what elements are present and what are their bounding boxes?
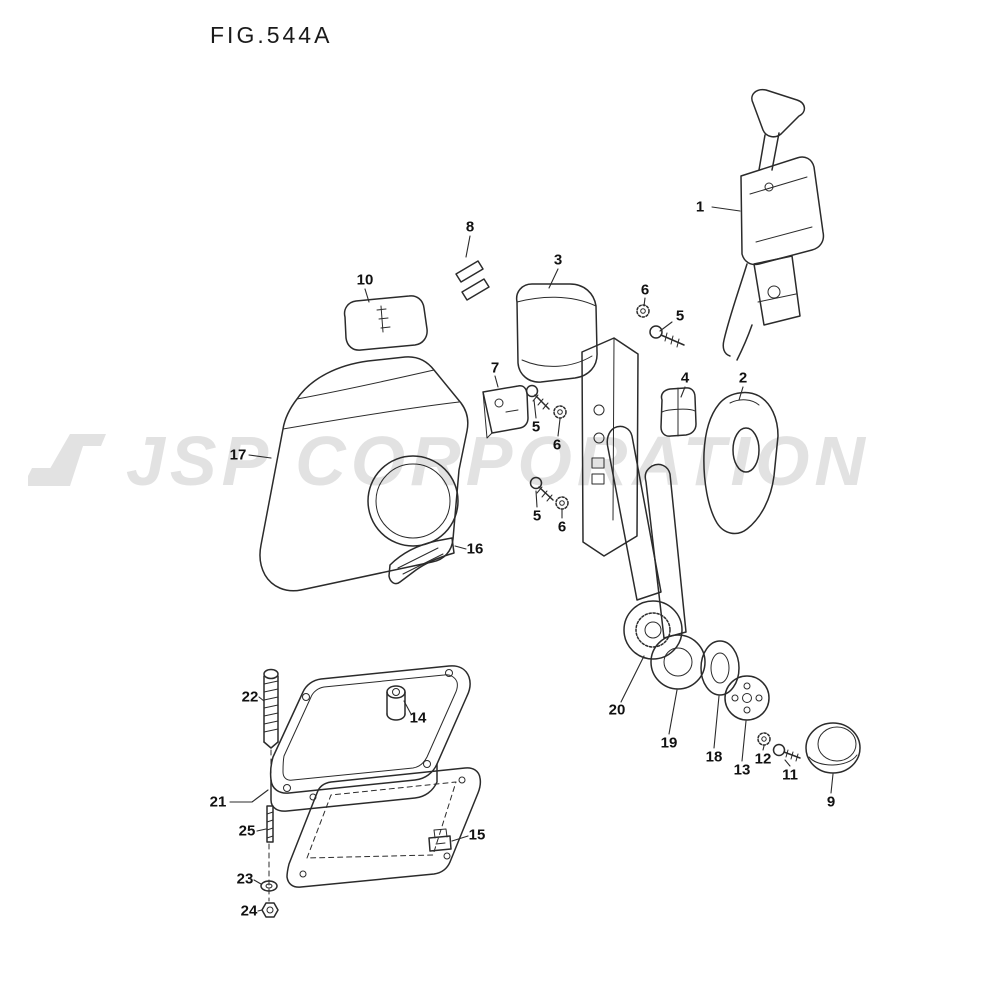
part-11-screw (772, 743, 801, 762)
part-20-arm (606, 425, 683, 660)
part-10-plate (343, 295, 428, 351)
part-22-screw (263, 668, 279, 749)
part-15-clip (428, 828, 452, 852)
part-2-housing-half (703, 391, 779, 535)
part-1-control-assembly (722, 88, 825, 361)
figure-title: FIG.544A (210, 22, 333, 48)
part-8-clips (455, 260, 490, 301)
part-3-cover (515, 283, 598, 383)
part-12-washer (757, 732, 771, 746)
part-4-switch (660, 387, 697, 437)
screw-5-mid (525, 384, 550, 410)
part-7-bracket (482, 385, 529, 439)
part-14-post (386, 685, 406, 721)
gasket-sheet (286, 767, 482, 888)
washer-6-mid (553, 405, 567, 419)
screw-5-top (649, 325, 685, 348)
part-16-latch (388, 537, 455, 585)
part-9-cap (805, 722, 861, 774)
screw-5-low (529, 476, 554, 502)
assembly-axis-lines (268, 749, 272, 902)
part-24-nut (261, 902, 279, 918)
leader-lines (229, 206, 834, 912)
part-18-bushing (700, 640, 740, 696)
bracket-plate (581, 337, 639, 557)
washer-6-top (636, 304, 650, 318)
part-13-disc (724, 675, 770, 721)
part-21-base-tray (269, 665, 471, 812)
part-19-arm (644, 463, 706, 690)
part-25-stud (266, 805, 274, 843)
part-17-cover (259, 356, 469, 592)
washer-6-low (555, 496, 569, 510)
